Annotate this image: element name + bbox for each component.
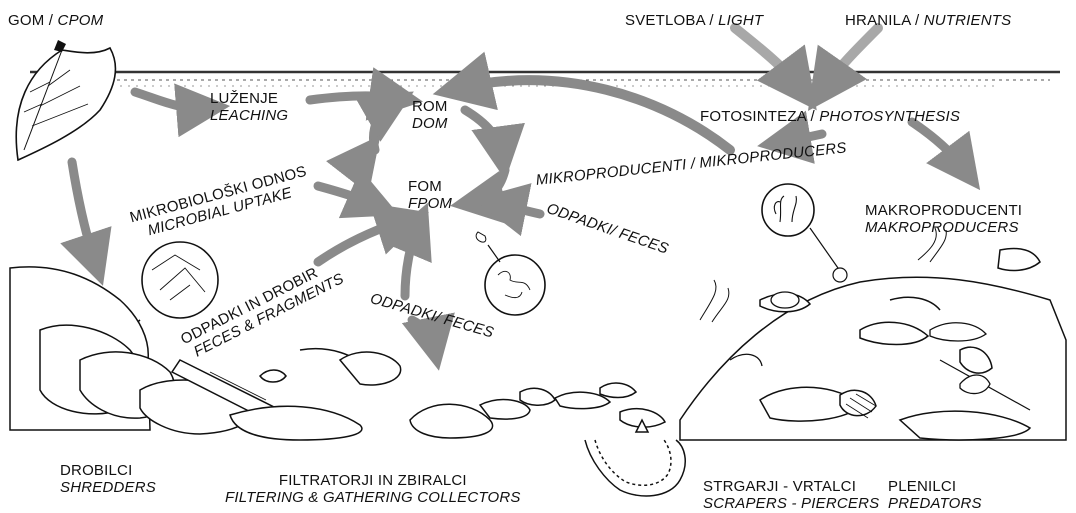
light-label: SVETLOBA / LIGHT: [625, 12, 763, 29]
microbial-uptake-arrow: [318, 186, 376, 205]
nutrients-label: HRANILA / NUTRIENTS: [845, 12, 1011, 29]
feces-right-arrow: [498, 204, 540, 214]
rom-to-fom-arrow: [465, 110, 502, 155]
photo-to-micro-arrow: [782, 134, 822, 142]
strgarji-text: STRGARJI - VRTALCI: [703, 478, 879, 495]
nutrients-text: NUTRIENTS: [924, 12, 1012, 29]
predators-text: PREDATORS: [888, 495, 982, 512]
leaching-arrow-2: [310, 96, 398, 100]
rom-dom-label: ROM DOM: [412, 98, 448, 132]
fom-to-rom-arrow: [374, 104, 392, 150]
filtering-text: FILTERING & GATHERING COLLECTORS: [225, 489, 521, 506]
cpom-text: CPOM: [58, 12, 104, 29]
fom-fpom-label: FOM FPOM: [408, 178, 452, 212]
dom-text: DOM: [412, 115, 448, 132]
shredders-label: DROBILCI SHREDDERS: [60, 462, 156, 496]
filtratorji-text: FILTRATORJI IN ZBIRALCI: [225, 472, 521, 489]
scrapers-text: SCRAPERS - PIERCERS: [703, 495, 879, 512]
shredders-text: SHREDDERS: [60, 479, 156, 496]
micro-to-macro-arrow: [912, 122, 965, 170]
light-arrow: [735, 28, 800, 88]
nutrients-arrow: [824, 28, 878, 88]
leaching-text: LEACHING: [210, 107, 288, 124]
fpom-text: FPOM: [408, 195, 452, 212]
leaf-down-arrow: [72, 162, 95, 262]
fpom-magnifier: [476, 232, 545, 315]
fom-loop-arrow: [475, 170, 505, 202]
feces-up-arrow: [405, 226, 418, 296]
gom-text: GOM /: [8, 12, 58, 29]
collectors-label: FILTRATORJI IN ZBIRALCI FILTERING & GATH…: [225, 472, 521, 506]
plenilci-text: PLENILCI: [888, 478, 982, 495]
fotosinteza-text: FOTOSINTEZA /: [700, 108, 819, 125]
drobilci-text: DROBILCI: [60, 462, 156, 479]
fom-text: FOM: [408, 178, 452, 195]
leaching-label: LUŽENJE LEACHING: [210, 90, 288, 124]
svetloba-text: SVETLOBA /: [625, 12, 718, 29]
photosynthesis-label: FOTOSINTEZA / PHOTOSYNTHESIS: [700, 108, 960, 125]
photosynthesis-text: PHOTOSYNTHESIS: [819, 108, 960, 125]
predators-label: PLENILCI PREDATORS: [888, 478, 982, 512]
hranila-text: HRANILA /: [845, 12, 924, 29]
macroproducers-label: MAKROPRODUCENTI MAKROPRODUCERS: [865, 202, 1022, 236]
luzenje-text: LUŽENJE: [210, 90, 288, 107]
leaching-arrow-1: [135, 92, 205, 108]
algae-magnifier: [762, 184, 847, 282]
makroproducers-text: MAKROPRODUCERS: [865, 219, 1022, 236]
gom-label: GOM / CPOM: [8, 12, 103, 29]
makroproducenti-text: MAKROPRODUCENTI: [865, 202, 1022, 219]
rom-text: ROM: [412, 98, 448, 115]
scrapers-label: STRGARJI - VRTALCI SCRAPERS - PIERCERS: [703, 478, 879, 512]
leaf-icon: [16, 40, 115, 160]
microbial-up-arrow: [358, 155, 365, 196]
light-text: LIGHT: [718, 12, 763, 29]
